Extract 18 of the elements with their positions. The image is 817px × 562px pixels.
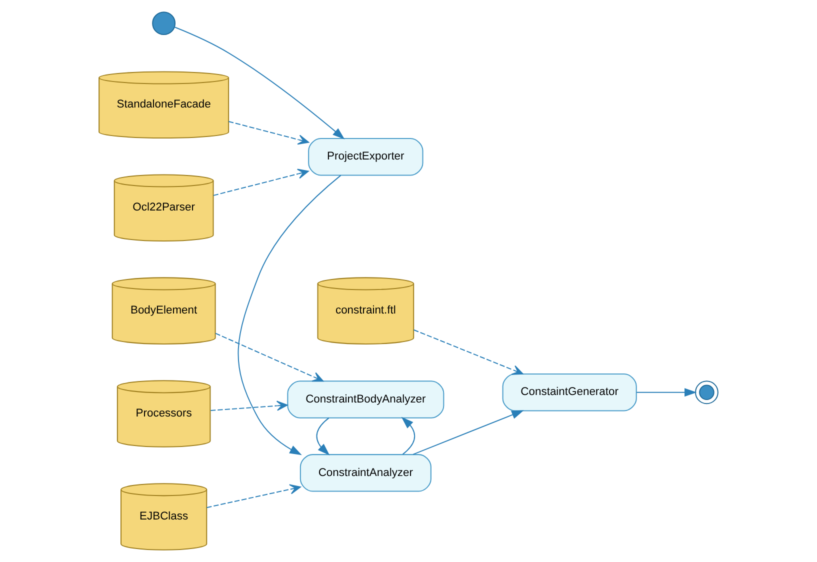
node-circle [152, 12, 176, 36]
arrow [401, 416, 416, 455]
arrow [412, 410, 524, 455]
arrow [206, 484, 301, 508]
node-box: ConstraintBodyAnalyzer [287, 380, 444, 418]
arrow [210, 400, 288, 412]
node-box: ConstaintGenerator [502, 374, 637, 412]
node-circle [694, 380, 718, 404]
arrow [238, 174, 342, 456]
arrow [636, 388, 697, 397]
arrow [215, 332, 324, 382]
arrow [316, 418, 330, 456]
arrow [414, 329, 524, 375]
node-box: ProjectExporter [308, 138, 424, 176]
arrow [174, 26, 345, 140]
arrow [213, 168, 309, 196]
node-box: ConstraintAnalyzer [300, 454, 432, 492]
arrow [228, 120, 310, 145]
